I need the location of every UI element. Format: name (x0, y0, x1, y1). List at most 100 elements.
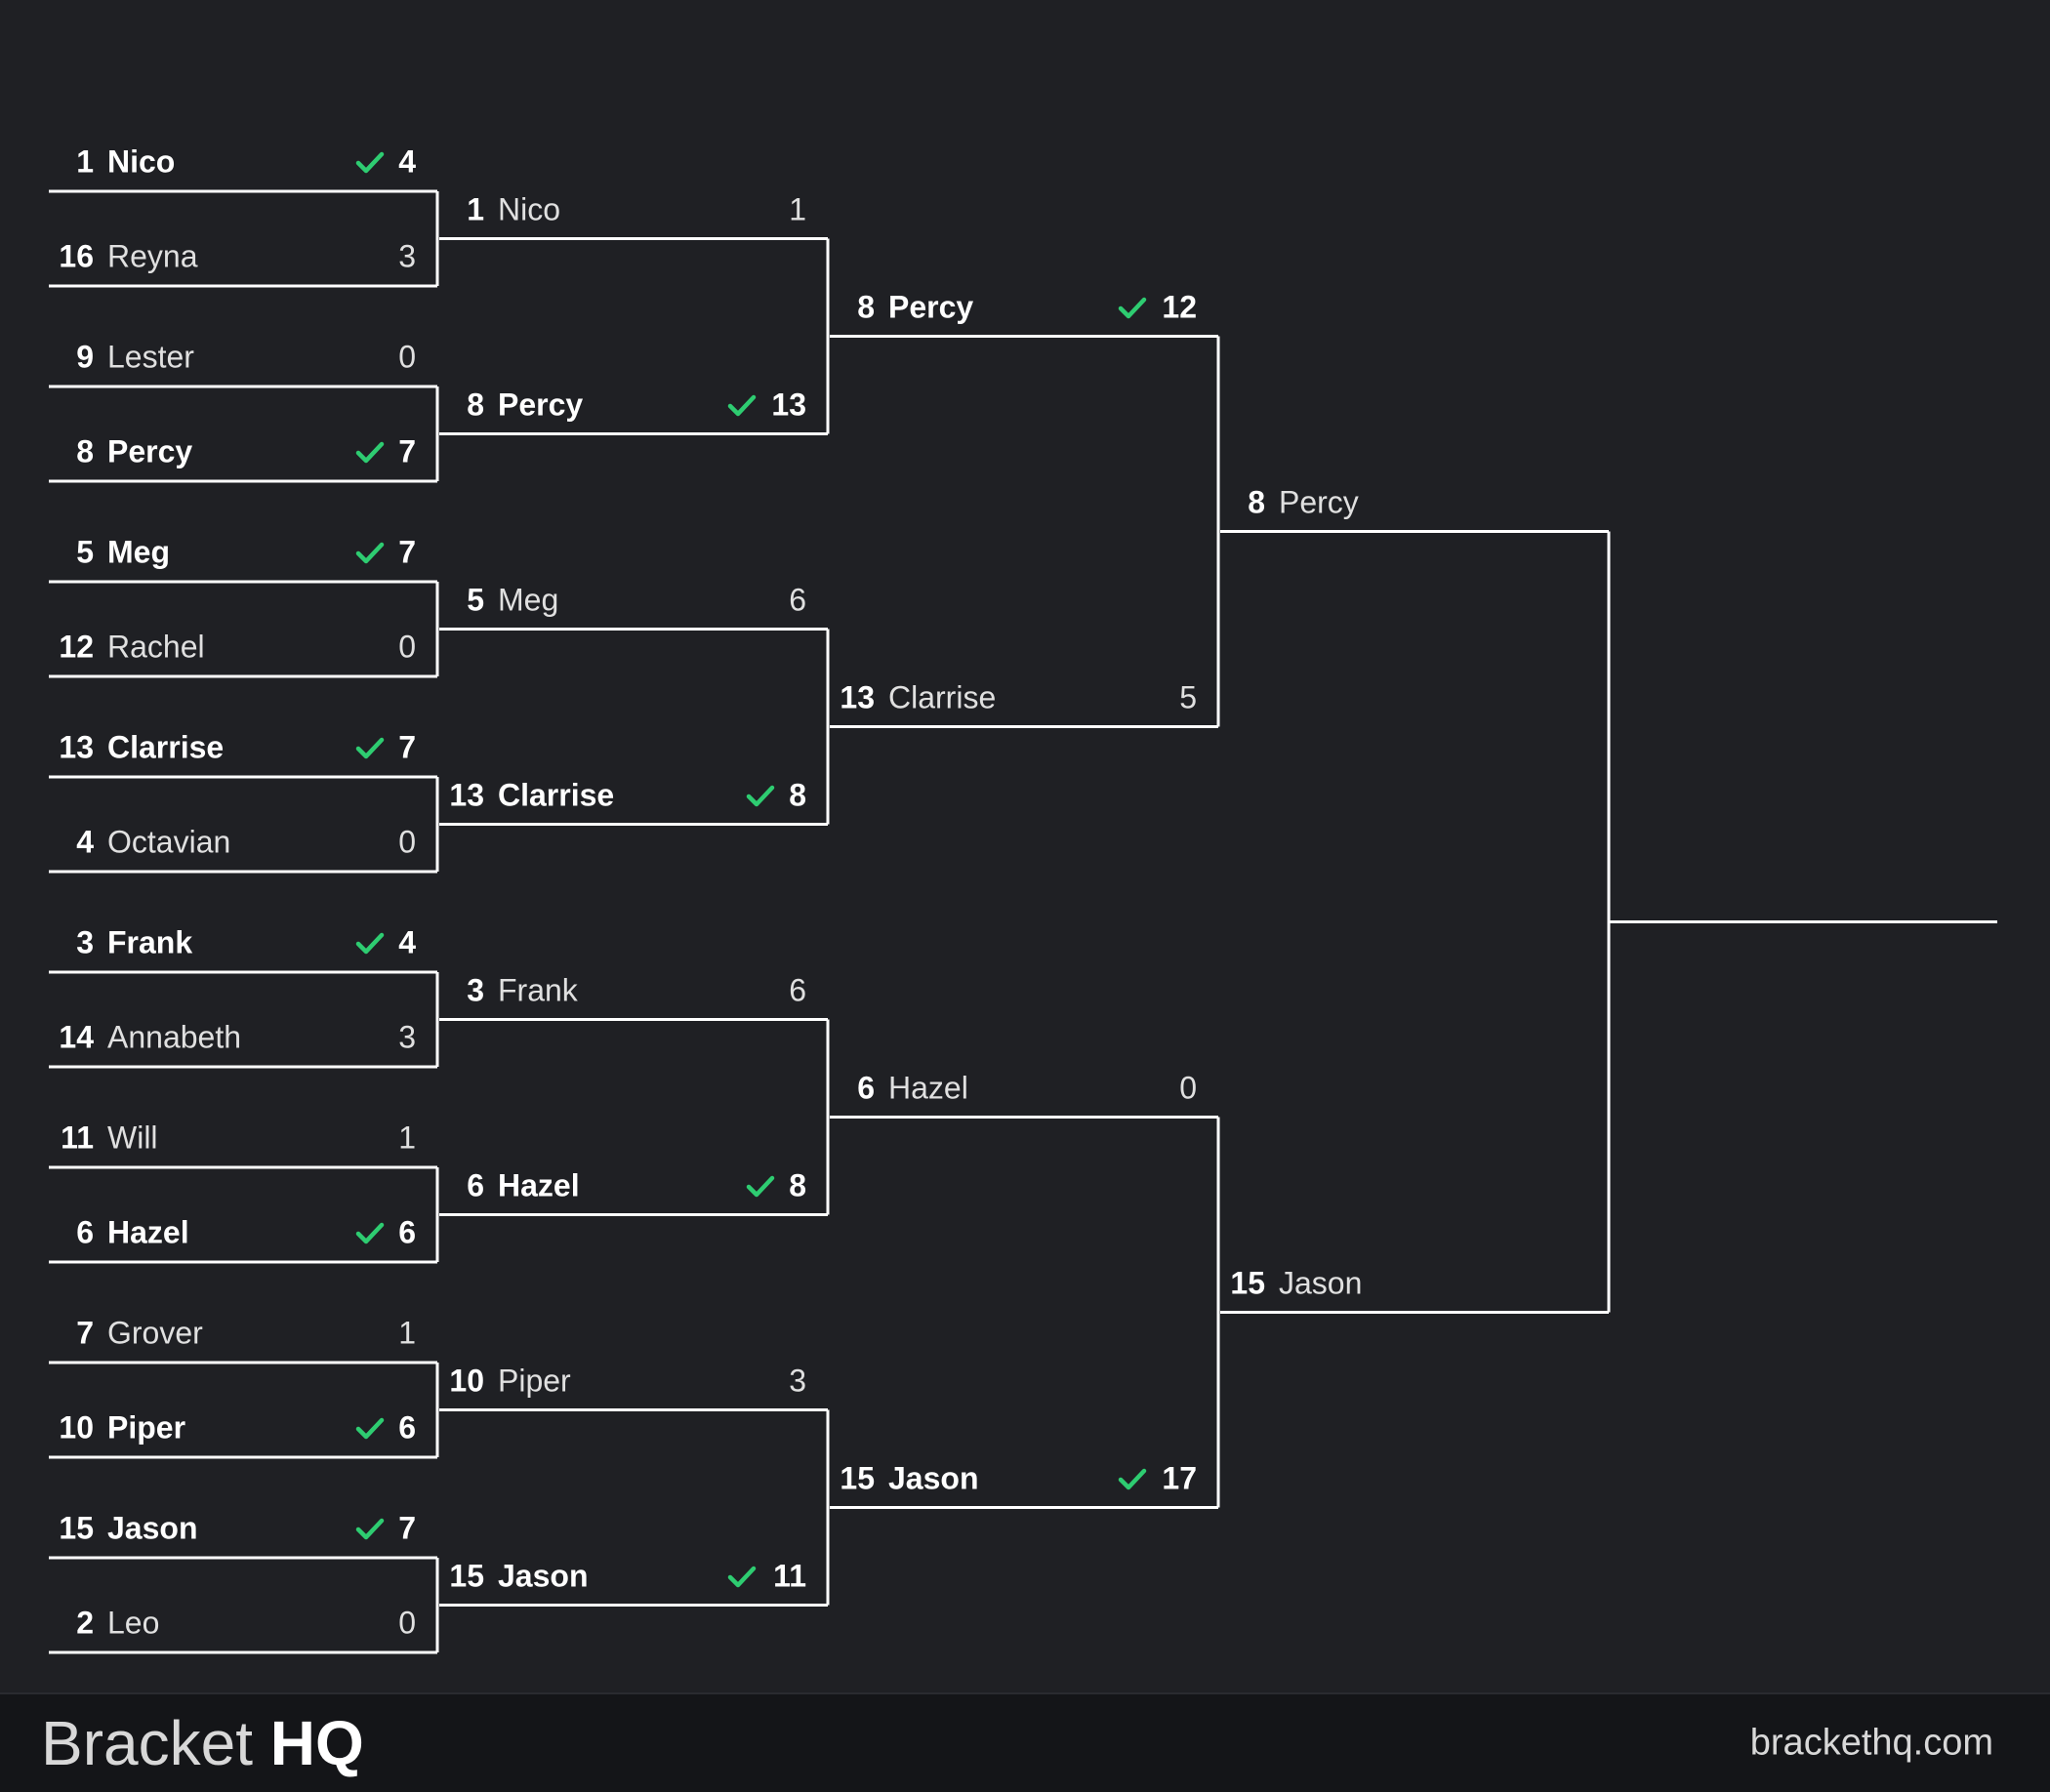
entry-seed: 15 (1230, 1265, 1265, 1300)
entry-name: Clarrise (498, 777, 615, 812)
entry-score: 7 (398, 433, 416, 469)
bracket-entry[interactable]: 6 Hazel 6 (55, 1205, 437, 1260)
entry-score: 6 (789, 972, 806, 1007)
brand-logo: Bracket HQ (41, 1707, 364, 1779)
entry-name: Nico (498, 191, 561, 226)
entry-score: 1 (398, 1315, 416, 1351)
entry-score: 0 (398, 629, 416, 665)
bracket-entry[interactable]: 12 Rachel 0 (55, 620, 437, 674)
entry-name: Hazel (888, 1070, 968, 1105)
entry-name: Meg (107, 534, 170, 570)
bracket-entry[interactable]: 15 Jason (1226, 1256, 1609, 1311)
entry-name: Rachel (107, 629, 205, 665)
winner-check-icon (355, 932, 385, 955)
entry-name: Hazel (107, 1214, 189, 1250)
bracket-entry[interactable]: 1 Nico 1 (445, 183, 828, 237)
bracket-entry[interactable]: 13 Clarrise 7 (55, 720, 437, 775)
entry-seed: 8 (1248, 484, 1265, 519)
bracket-entry[interactable]: 8 Percy (1226, 475, 1609, 530)
entry-score: 13 (771, 387, 806, 422)
entry-score: 0 (398, 824, 416, 860)
entry-seed: 2 (76, 1605, 94, 1641)
entry-seed: 13 (59, 729, 94, 765)
entry-name: Hazel (498, 1167, 580, 1202)
entry-name: Leo (107, 1605, 160, 1641)
entry-name: Clarrise (107, 729, 225, 765)
entry-name: Meg (498, 582, 559, 617)
entry-seed: 12 (59, 629, 94, 665)
bracket-entry[interactable]: 15 Jason 11 (445, 1549, 828, 1604)
entry-seed: 15 (449, 1558, 484, 1593)
entry-score: 8 (789, 777, 806, 812)
entry-seed: 16 (59, 238, 94, 274)
entry-score: 3 (789, 1363, 806, 1398)
entry-score: 6 (398, 1214, 416, 1250)
entry-name: Reyna (107, 238, 198, 274)
entry-seed: 8 (857, 289, 875, 324)
winner-check-icon (355, 151, 385, 174)
entry-name: Percy (107, 433, 193, 469)
entry-seed: 1 (467, 191, 484, 226)
website-link[interactable]: brackethq.com (1749, 1722, 1993, 1764)
entry-score: 7 (398, 729, 416, 765)
entry-name: Jason (888, 1460, 979, 1495)
entry-seed: 3 (76, 924, 94, 960)
entry-seed: 15 (840, 1460, 875, 1495)
winner-check-icon (355, 737, 385, 759)
entry-seed: 10 (59, 1409, 94, 1446)
winner-check-icon (746, 785, 775, 806)
winner-check-icon (355, 1417, 385, 1440)
entry-seed: 7 (76, 1315, 94, 1351)
entry-score: 1 (398, 1120, 416, 1156)
entry-name: Jason (498, 1558, 589, 1593)
entry-score: 0 (398, 339, 416, 375)
brand-name-bold: HQ (269, 1708, 364, 1778)
entry-score: 4 (398, 924, 416, 960)
entry-name: Frank (107, 924, 193, 960)
entry-score: 1 (789, 191, 806, 226)
entry-name: Annabeth (107, 1019, 242, 1055)
winner-check-icon (355, 542, 385, 564)
winner-check-icon (727, 394, 757, 416)
entry-seed: 13 (840, 679, 875, 714)
entry-name: Nico (107, 143, 176, 180)
winner-check-icon (355, 1222, 385, 1244)
entry-seed: 3 (467, 972, 484, 1007)
entry-score: 11 (773, 1558, 806, 1593)
entry-seed: 6 (76, 1214, 94, 1250)
entry-name: Percy (1279, 484, 1359, 519)
entry-score: 5 (1179, 679, 1197, 714)
entry-name: Jason (1279, 1265, 1363, 1300)
winner-check-icon (727, 1566, 757, 1587)
entry-seed: 5 (76, 534, 94, 570)
entry-score: 6 (398, 1409, 416, 1446)
bracket-entry[interactable]: 3 Frank 4 (55, 916, 437, 970)
entry-score: 7 (398, 1510, 416, 1546)
entry-score: 4 (398, 143, 416, 180)
winner-check-icon (746, 1175, 775, 1197)
entry-seed: 6 (857, 1070, 875, 1105)
